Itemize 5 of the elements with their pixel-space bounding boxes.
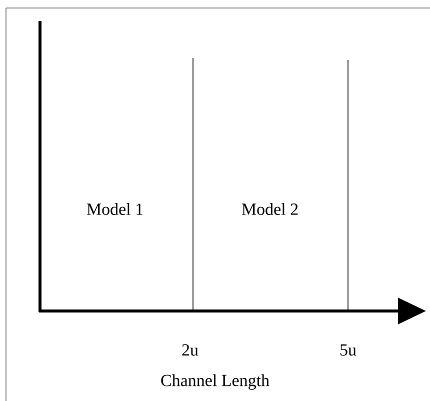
tick-label: 2u xyxy=(182,344,198,356)
axis-title: Channel Length xyxy=(161,374,270,390)
region-label: Model 2 xyxy=(242,203,298,215)
tick-label: 5u xyxy=(340,344,356,356)
region-label: Model 1 xyxy=(86,203,143,215)
